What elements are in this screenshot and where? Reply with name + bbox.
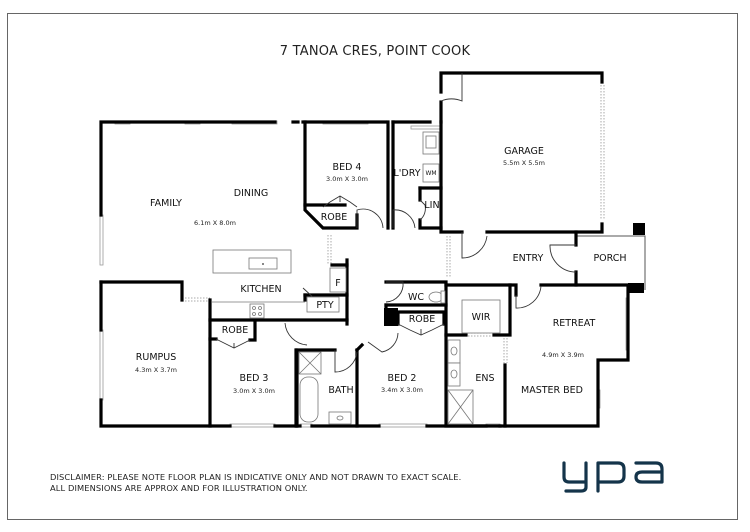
room-label-bed4-robe: ROBE [321,212,348,223]
bed3-door [284,322,308,346]
room-dims-rumpus: 4.3m X 3.7m [135,366,177,374]
room-label-kitchen: KITCHEN [240,284,281,295]
robe-doors [215,195,445,349]
room-label-bath: BATH [328,385,353,396]
room-label-master-bed: MASTER BED [521,385,583,396]
room-label-wc: WC [408,292,424,303]
room-label-bed4: BED 4 [333,162,362,173]
laundry-door [392,209,416,229]
washing-machine-label: WM [425,170,436,177]
room-label-ensuite: ENS [475,373,494,384]
cooktop-icon [249,303,265,319]
room-label-bed2: BED 2 [388,373,417,384]
ypa-logo [562,461,664,493]
washing-machine-icon [422,163,440,183]
room-label-bed3: BED 3 [240,373,269,384]
windows [99,120,630,428]
room-label-bed2-robe: ROBE [409,314,436,325]
room-label-dining: DINING [234,188,269,199]
bed2-door [367,332,399,353]
room-label-garage: GARAGE [504,146,544,157]
walls [99,71,645,428]
room-label-pantry: PTY [316,300,334,311]
garage-laundry-door [440,73,463,102]
wc-door [385,281,404,303]
room-label-linen: LIN [424,200,439,211]
room-dims-family: 6.1m X 8.0m [194,219,236,227]
room-label-wir: WIR [472,312,491,323]
doors [284,73,577,373]
room-label-laundry: L'DRY [393,168,420,179]
disclaimer: DISCLAIMER: PLEASE NOTE FLOOR PLAN IS IN… [50,472,461,494]
room-label-family: FAMILY [150,198,182,209]
room-label-entry: ENTRY [513,253,544,264]
linen-door [419,199,426,221]
room-dims-garage: 5.5m X 5.5m [503,159,545,167]
room-dims-bed4: 3.0m X 3.0m [326,175,368,183]
room-labels: FAMILY 6.1m X 8.0m DINING KITCHEN BED 4 … [135,146,627,396]
ensuite-basin-icon [450,346,458,356]
property-address-title: 7 TANOA CRES, POINT COOK [279,44,471,59]
room-dims-retreat: 4.9m X 3.9m [542,351,584,359]
fixtures [212,131,501,425]
room-label-retreat: RETREAT [553,318,596,329]
front-door [549,244,577,273]
bathtub-icon [299,376,319,423]
room-dims-bed3: 3.0m X 3.0m [233,387,275,395]
page-border [7,13,738,520]
retreat-door [515,285,542,309]
room-label-bed3-robe: ROBE [222,325,249,336]
room-label-porch: PORCH [593,253,626,264]
disclaimer-line-2: ALL DIMENSIONS ARE APPROX AND FOR ILLUST… [50,483,308,493]
bed4-door [356,208,384,229]
disclaimer-line-1: DISCLAIMER: PLEASE NOTE FLOOR PLAN IS IN… [50,472,462,482]
bath-door [334,350,358,373]
fridge-icon [329,267,347,293]
room-dims-bed2: 3.4m X 3.0m [381,386,423,394]
room-label-rumpus: RUMPUS [136,352,176,363]
garage-entry-door [461,232,488,259]
room-label-fridge: F [335,278,340,289]
